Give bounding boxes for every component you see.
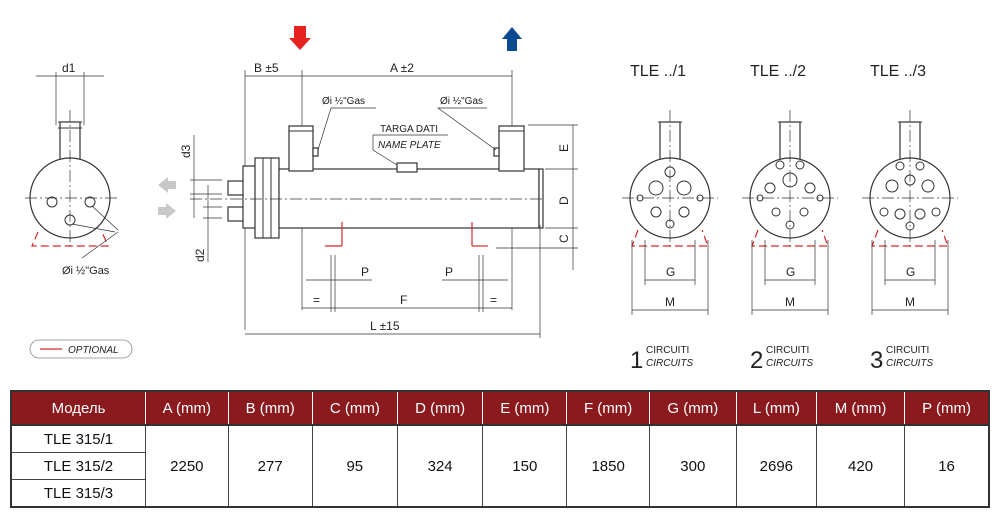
table-row: TLE 315/2	[10, 452, 989, 480]
header-model: Модель	[10, 390, 146, 426]
header-l: L (mm)	[735, 390, 818, 426]
optional-legend: OPTIONAL	[29, 339, 133, 359]
end-view-1: TLE ../1 G M 1 CIRCUITI CIRCUITS	[622, 63, 718, 374]
outlet-arrow-icon	[502, 27, 522, 51]
header-e: E (mm)	[482, 390, 568, 426]
m-dim-label: M	[785, 295, 795, 309]
value-l: 2696	[735, 424, 818, 508]
header-b: B (mm)	[227, 390, 313, 426]
p-left-label: P	[361, 265, 369, 279]
value-c: 95	[311, 424, 398, 508]
header-f: F (mm)	[566, 390, 650, 426]
header-m: M (mm)	[816, 390, 906, 426]
model-cell: TLE 315/1	[10, 424, 146, 453]
circuit-number: 2	[750, 347, 763, 374]
table-row: TLE 315/3	[10, 479, 989, 508]
end-view-title: TLE ../1	[630, 63, 686, 80]
technical-drawing: d1 Øi ½"Gas OPTIONAL B ±5 A ±2	[25, 26, 958, 374]
left-gas-label: Øi ½"Gas	[62, 265, 110, 277]
end-view-title: TLE ../3	[870, 63, 926, 80]
header-d: D (mm)	[396, 390, 484, 426]
c-dim-label: C	[557, 234, 571, 243]
gas-left-label: Øi ½"Gas	[322, 96, 365, 107]
value-e: 150	[482, 424, 568, 508]
model-cell: TLE 315/2	[10, 452, 146, 480]
eq-left-label: =	[313, 293, 320, 307]
d2-label: d2	[193, 248, 207, 262]
g-dim-label: G	[786, 265, 795, 279]
circuit-number: 1	[630, 347, 643, 374]
header-a: A (mm)	[145, 390, 229, 426]
water-out-arrow-icon	[158, 177, 176, 193]
header-p: P (mm)	[904, 390, 990, 426]
end-view-title: TLE ../2	[750, 63, 806, 80]
circuiti-label: CIRCUITI	[766, 345, 809, 356]
model-cell: TLE 315/3	[10, 479, 146, 508]
circuit-number: 3	[870, 347, 883, 374]
header-c: C (mm)	[311, 390, 398, 426]
table-header-row: Модель A (mm) B (mm) C (mm) D (mm) E (mm…	[10, 390, 990, 426]
targa-dati-label: TARGA DATI	[380, 124, 438, 135]
inlet-arrow-icon	[289, 26, 311, 50]
e-dim-label: E	[557, 144, 571, 152]
circuits-label: CIRCUITS	[646, 358, 694, 369]
g-dim-label: G	[906, 265, 915, 279]
main-side-view: B ±5 A ±2 TARGA DATI NAME PLATE Øi ½"Gas…	[158, 26, 578, 338]
p-right-label: P	[445, 265, 453, 279]
g-dim-label: G	[666, 265, 675, 279]
circuiti-label: CIRCUITI	[646, 345, 689, 356]
value-d: 324	[396, 424, 484, 508]
m-dim-label: M	[665, 295, 675, 309]
m-dim-label: M	[905, 295, 915, 309]
d-dim-label: D	[557, 196, 571, 205]
water-in-arrow-icon	[158, 203, 176, 219]
value-b: 277	[227, 424, 313, 508]
dimensions-table: Модель A (mm) B (mm) C (mm) D (mm) E (mm…	[10, 390, 990, 508]
circuits-label: CIRCUITS	[886, 358, 934, 369]
d1-label: d1	[62, 61, 76, 75]
header-g: G (mm)	[648, 390, 737, 426]
l-dim-label: L ±15	[370, 319, 400, 333]
circuits-label: CIRCUITS	[766, 358, 814, 369]
value-g: 300	[648, 424, 737, 508]
gas-right-label: Øi ½"Gas	[440, 96, 483, 107]
value-p: 16	[904, 424, 990, 508]
name-plate-label: NAME PLATE	[378, 140, 441, 151]
b-dim-label: B ±5	[254, 61, 279, 75]
left-end-view: d1 Øi ½"Gas	[25, 61, 119, 277]
optional-label: OPTIONAL	[68, 345, 119, 356]
eq-right-label: =	[490, 293, 497, 307]
value-m: 420	[816, 424, 906, 508]
a-dim-label: A ±2	[390, 61, 414, 75]
d3-label: d3	[179, 144, 193, 158]
end-view-2: TLE ../2 G M 2 CIRCUITI CIRCUITS	[742, 63, 838, 374]
f-dim-label: F	[400, 293, 407, 307]
value-a: 2250	[145, 424, 229, 508]
value-f: 1850	[566, 424, 650, 508]
circuiti-label: CIRCUITI	[886, 345, 929, 356]
end-view-3: TLE ../3 G M 3 CIRCUITI CIRCUITS	[862, 63, 958, 374]
table-row: TLE 315/1 2250 277 95 324 150 1850 300 2…	[10, 424, 990, 508]
